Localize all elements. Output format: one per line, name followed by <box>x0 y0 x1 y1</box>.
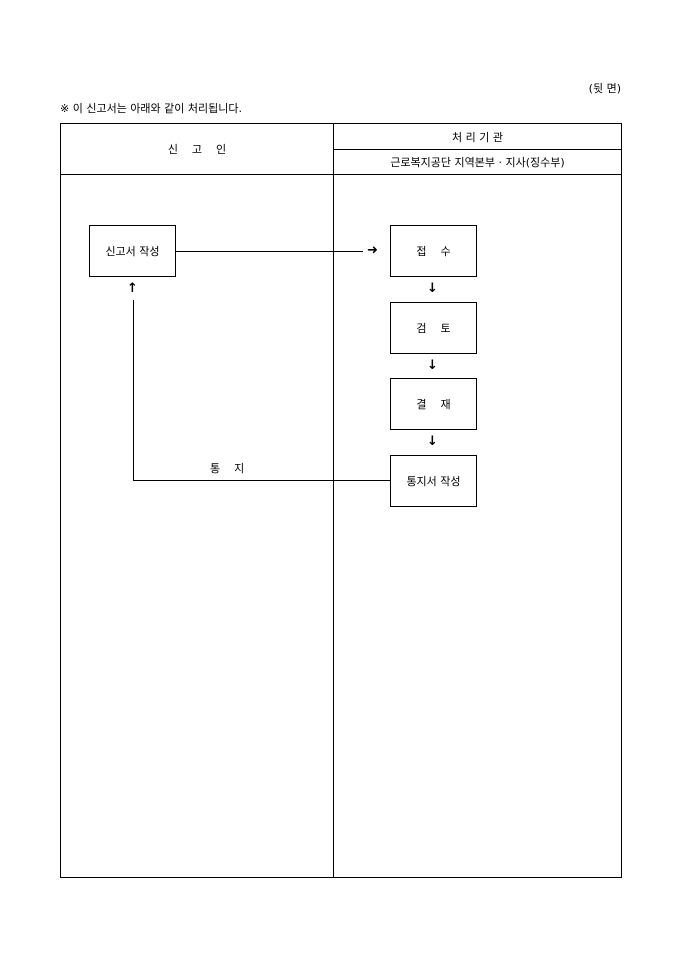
page-side-label: (뒷 면) <box>588 82 621 95</box>
agency-header: 처 리 기 관 <box>452 130 503 144</box>
step-write-notice: 통지서 작성 <box>390 455 477 507</box>
step-review: 검 토 <box>390 302 477 354</box>
process-table: 신 고 인 처 리 기 관 근로복지공단 지역본부 · 지사(징수부) <box>60 123 622 878</box>
step-write-report: 신고서 작성 <box>89 225 176 277</box>
applicant-header: 신 고 인 <box>167 143 227 156</box>
notice-connector-horizontal <box>133 480 390 481</box>
notice-connector-vertical <box>133 300 134 481</box>
arrow-up-icon: ↑ <box>127 281 138 296</box>
header-divider <box>61 174 621 175</box>
arrow-down-icon: ↓ <box>427 434 438 449</box>
step-approval: 결 재 <box>390 378 477 430</box>
arrow-down-icon: ↓ <box>427 358 438 373</box>
notice-label: 통 지 <box>210 462 245 475</box>
agency-subheader: 근로복지공단 지역본부 · 지사(징수부) <box>390 156 565 169</box>
submit-connector <box>175 251 363 252</box>
column-divider <box>333 124 334 877</box>
arrow-down-icon: ↓ <box>427 281 438 296</box>
step-receipt: 접 수 <box>390 225 477 277</box>
arrow-right-icon: ➜ <box>367 243 378 258</box>
processing-note: ※ 이 신고서는 아래와 같이 처리됩니다. <box>60 102 242 115</box>
subheader-divider <box>333 149 621 150</box>
